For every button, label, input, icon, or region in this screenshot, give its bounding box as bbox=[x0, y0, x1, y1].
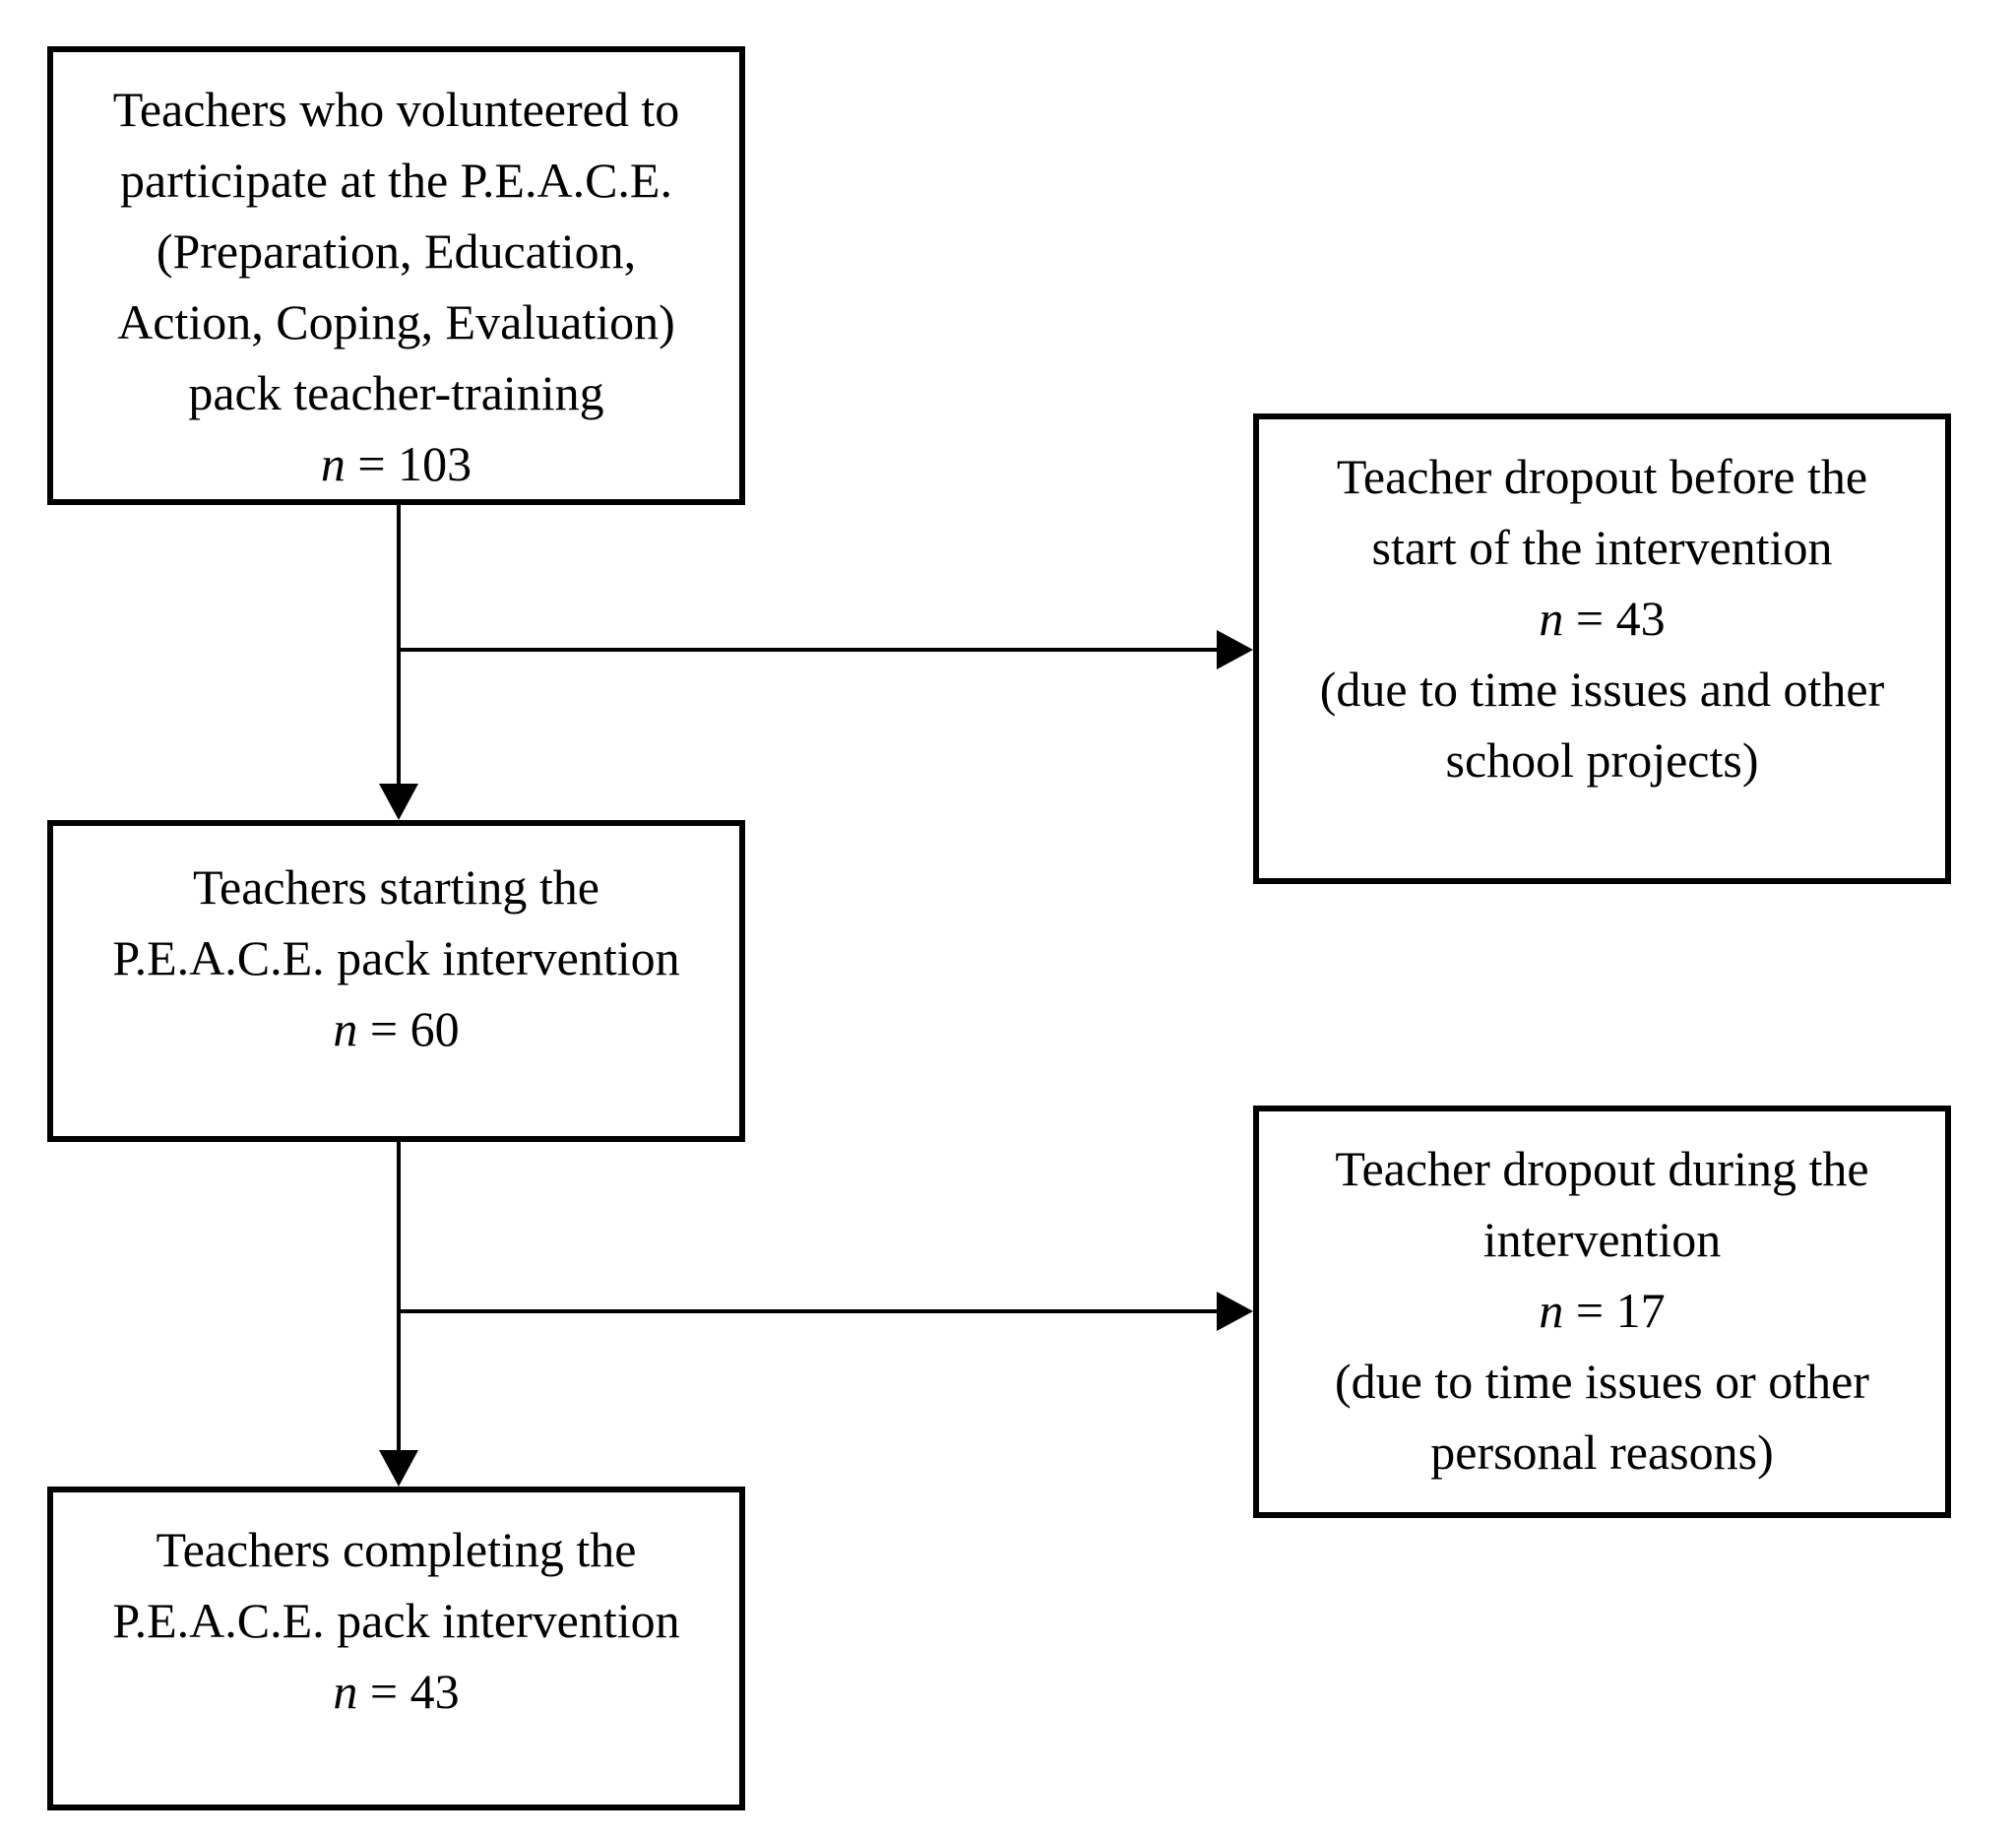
n-value: = 17 bbox=[1575, 1283, 1666, 1338]
box-volunteered-n: n = 103 bbox=[53, 428, 739, 499]
n-symbol: n bbox=[320, 436, 346, 491]
box-volunteered-text: Teachers who volunteered to participate … bbox=[112, 82, 680, 420]
box-starting-n: n = 60 bbox=[53, 993, 739, 1064]
n-symbol: n bbox=[1539, 591, 1564, 646]
box-dropout-before-n: n = 43 bbox=[1259, 583, 1945, 654]
box-dropout-before-note: (due to time issues and other school pro… bbox=[1319, 662, 1885, 788]
box-completing-text: Teachers completing the P.E.A.C.E. pack … bbox=[112, 1522, 680, 1648]
n-value: = 43 bbox=[1575, 591, 1666, 646]
flow-box-starting: Teachers starting the P.E.A.C.E. pack in… bbox=[47, 820, 745, 1142]
n-symbol: n bbox=[333, 1664, 358, 1719]
n-symbol: n bbox=[1539, 1283, 1564, 1338]
n-value: = 103 bbox=[357, 436, 472, 491]
flow-box-dropout-before: Teacher dropout before the start of the … bbox=[1253, 413, 1951, 884]
n-value: = 60 bbox=[369, 1001, 460, 1056]
n-symbol: n bbox=[333, 1001, 358, 1056]
arrowhead-right-2-icon bbox=[1217, 1292, 1253, 1331]
box-starting-text: Teachers starting the P.E.A.C.E. pack in… bbox=[112, 859, 680, 985]
n-value: = 43 bbox=[369, 1664, 460, 1719]
box-dropout-before-text: Teacher dropout before the start of the … bbox=[1336, 449, 1868, 575]
flow-box-volunteered: Teachers who volunteered to participate … bbox=[47, 46, 745, 505]
flow-box-dropout-during: Teacher dropout during the intervention … bbox=[1253, 1106, 1951, 1518]
box-dropout-during-note: (due to time issues or other personal re… bbox=[1335, 1354, 1869, 1480]
arrowhead-down-2-icon bbox=[379, 1450, 418, 1487]
arrowhead-right-1-icon bbox=[1217, 630, 1253, 669]
box-dropout-during-text: Teacher dropout during the intervention bbox=[1335, 1141, 1869, 1267]
box-completing-n: n = 43 bbox=[53, 1656, 739, 1727]
flow-box-completing: Teachers completing the P.E.A.C.E. pack … bbox=[47, 1487, 745, 1810]
box-dropout-during-n: n = 17 bbox=[1259, 1275, 1945, 1346]
arrowhead-down-1-icon bbox=[379, 784, 418, 820]
